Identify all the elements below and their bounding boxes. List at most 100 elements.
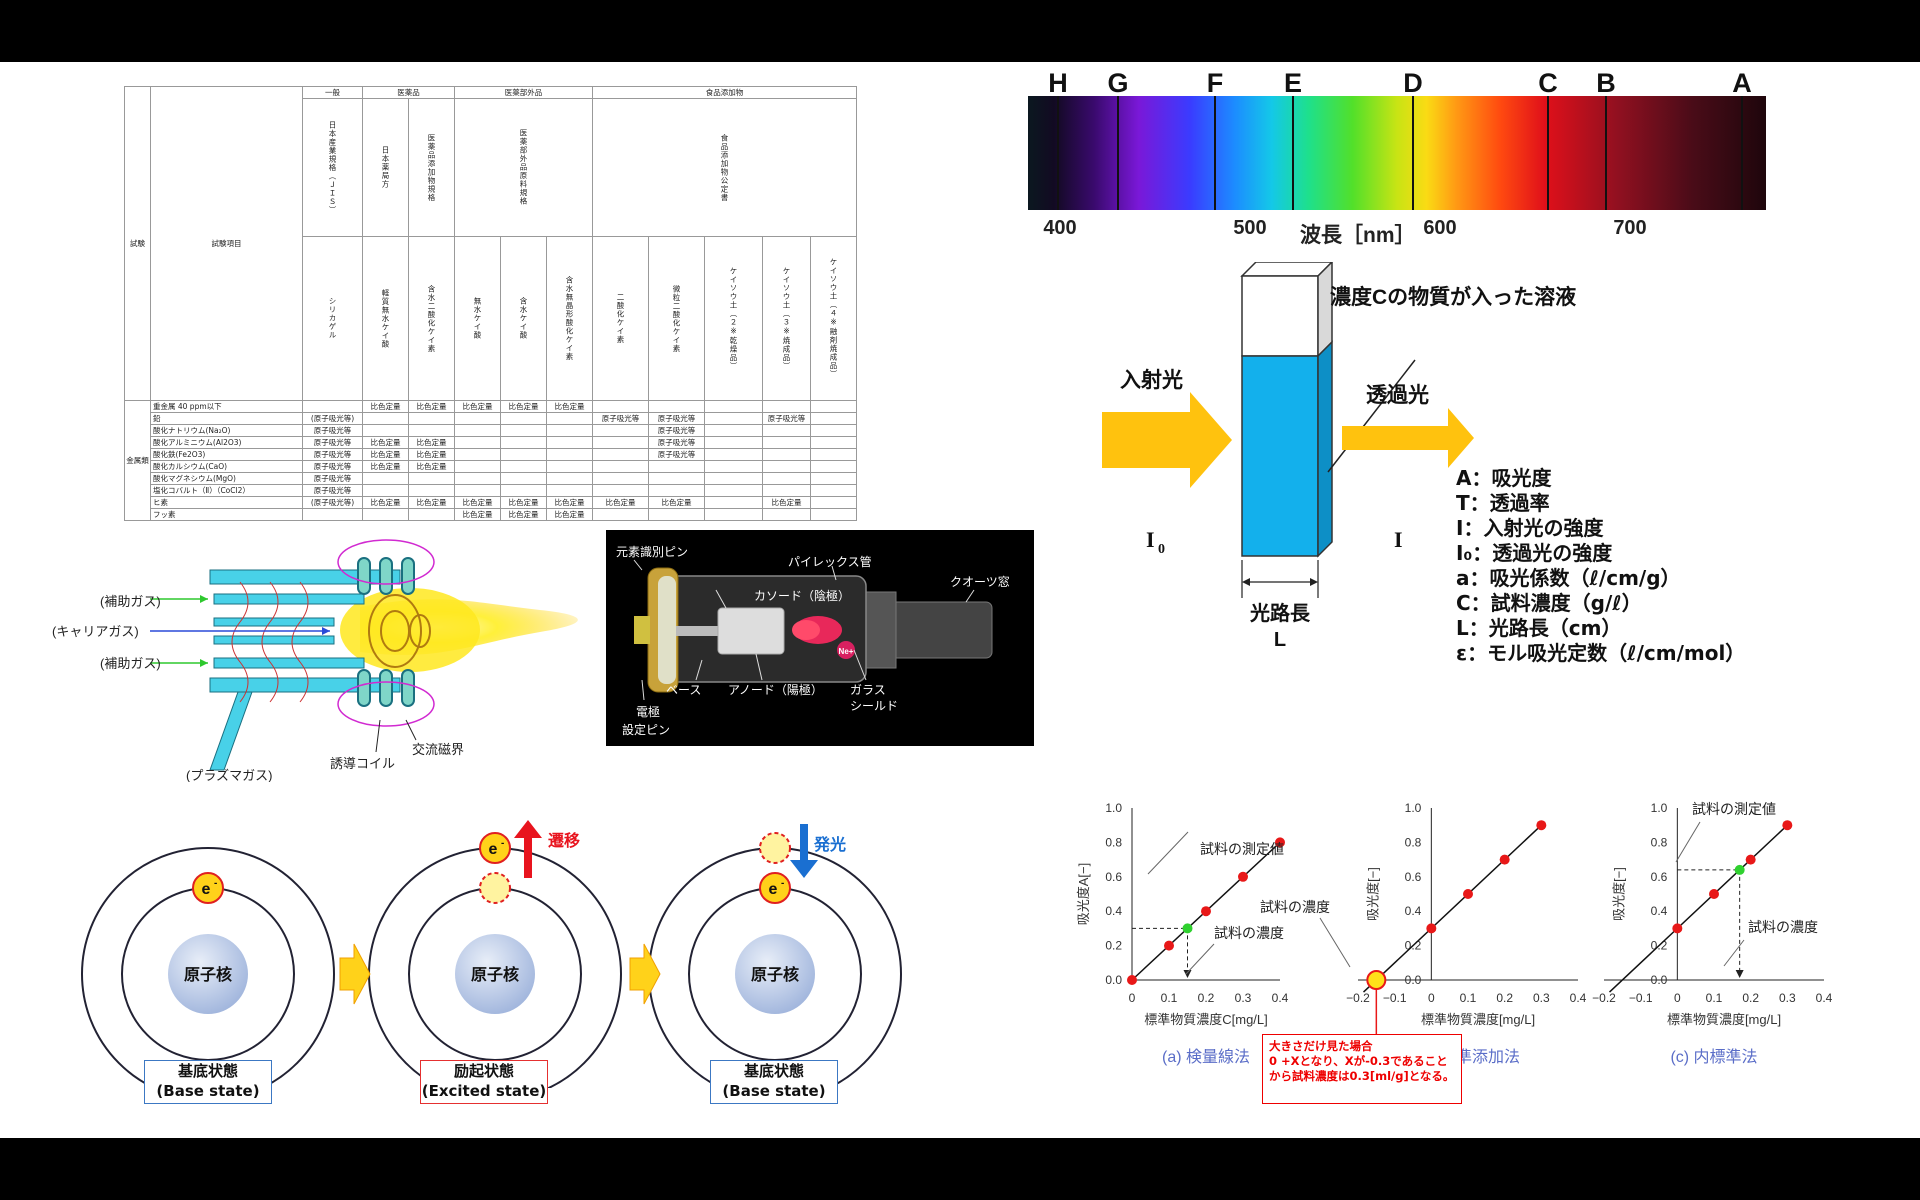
table-cell [408, 508, 455, 521]
table-cell [592, 448, 650, 461]
line-label-B: B [1596, 68, 1616, 98]
legend-item: C：試料濃度（g/ℓ） [1456, 591, 1642, 615]
magnetic-field-label: 交流磁界 [412, 742, 464, 757]
data-point [1672, 923, 1683, 934]
row-item: フッ素 [150, 508, 303, 521]
table-cell [302, 400, 363, 413]
element-pin-label: 元素識別ピン [616, 545, 688, 559]
line-label-F: F [1207, 68, 1224, 98]
product-5: 含水無晶形酸化ケイ素 [545, 236, 594, 401]
cathode-label: カソード（陰極） [754, 588, 850, 603]
table-cell: 比色定量 [454, 496, 501, 509]
legend-item: A：吸光度 [1456, 466, 1552, 490]
row-item: 酸化鉄(Fe2O3) [150, 448, 303, 461]
table-cell [408, 412, 455, 425]
path-length-label: 光路長 [1249, 601, 1311, 625]
table-cell [545, 448, 594, 461]
data-point [1201, 906, 1211, 917]
icp-torch-figure: (補助ガス) (キャリアガス) (補助ガス) (プラズマガス) 誘導コイル 交流… [52, 539, 578, 782]
y-tick-label: 0.0 [1405, 973, 1422, 987]
table-cell [704, 448, 764, 461]
data-point [1499, 854, 1510, 865]
annotation: 試料の濃度 [1214, 925, 1284, 941]
table-cell [704, 472, 764, 485]
table-cell [810, 424, 858, 437]
table-cell [762, 436, 812, 449]
product-7: 微粒二酸化ケイ素 [648, 236, 706, 401]
data-point [1463, 889, 1473, 899]
table-cell [762, 508, 812, 521]
header-item: 試験項目 [150, 86, 303, 401]
y-tick-label: 0.4 [1105, 904, 1122, 918]
table-cell: 原子吸光等 [648, 436, 706, 449]
table-cell [362, 472, 409, 485]
group-general: 一般 [302, 86, 363, 99]
row-item: ヒ素 [150, 496, 303, 509]
table-cell [500, 436, 547, 449]
emission-arrow [790, 824, 818, 878]
table-cell [545, 460, 594, 473]
row-item: 酸化マグネシウム(MgO) [150, 472, 303, 485]
transmitted-label: 透過光 [1366, 383, 1429, 407]
table-cell [648, 472, 706, 485]
table-cell [704, 496, 764, 509]
cuvette-figure: 濃度Cの物質が入った溶液 入射光 透過光 I 0 I 光路長 L [1102, 262, 1576, 651]
table-cell [762, 472, 812, 485]
table-cell [592, 472, 650, 485]
sample-point [1182, 923, 1193, 934]
table-cell: 原子吸光等 [302, 472, 363, 485]
ion-label: Ne+ [839, 647, 854, 656]
table-cell [762, 448, 812, 461]
electron-symbol: e [202, 881, 211, 898]
note-box: 大きさだけ見た場合 0 +Xとなり、Xが-0.3であることから試料濃度は0.3[… [1262, 1034, 1462, 1104]
table-cell [592, 460, 650, 473]
table-row: 鉛(原子吸光等)原子吸光等原子吸光等原子吸光等 [125, 412, 858, 425]
product-1: 軽質無水ケイ酸 [362, 236, 409, 401]
x-tick-label: 0.3 [1779, 991, 1796, 1005]
y-tick-label: 1.0 [1651, 801, 1668, 815]
table-cell: 原子吸光等 [592, 412, 650, 425]
x-tick-label: 0.4 [1816, 991, 1833, 1005]
set-pin-label: 設定ピン [622, 722, 670, 737]
plot-title: (c) 内標準法 [1670, 1048, 1757, 1066]
electrode-label: 電極 [636, 704, 660, 719]
y-tick-label: 0.0 [1105, 973, 1122, 987]
table-cell [408, 484, 455, 497]
table-cell [810, 400, 858, 413]
aux-gas-label-1: (補助ガス) [100, 594, 161, 609]
x-tick-label: 0.1 [1460, 991, 1477, 1005]
table-cell [408, 472, 455, 485]
base-state-box-1: 基底状態(Base state) [144, 1060, 272, 1104]
table-cell: 比色定量 [408, 400, 455, 413]
x-axis-label: 標準物質濃度[mg/L] [1421, 1012, 1535, 1027]
table-cell [810, 484, 858, 497]
electron [479, 872, 511, 904]
table-cell [454, 484, 501, 497]
data-point [1127, 975, 1137, 985]
table-cell: 原子吸光等 [762, 412, 812, 425]
x-axis-label: 標準物質濃度[mg/L] [1667, 1012, 1781, 1027]
table-cell: 原子吸光等 [648, 424, 706, 437]
table-cell: (原子吸光等) [302, 412, 363, 425]
table-cell [810, 448, 858, 461]
x-tick-label: 0.2 [1198, 991, 1215, 1005]
table-cell: 比色定量 [592, 496, 650, 509]
wavelength-tick: 600 [1423, 217, 1456, 239]
table-cell: (原子吸光等) [302, 496, 363, 509]
canvas: 試験 試験項目 一般 医薬品 医薬部外品 食品添加物 日本産業規格（ＪＩＳ） 日… [0, 62, 1920, 1138]
table-cell [362, 412, 409, 425]
table-cell [545, 412, 594, 425]
product-3: 無水ケイ酸 [454, 236, 501, 401]
excited-state-box: 励起状態(Excited state) [420, 1060, 548, 1104]
table-cell [810, 460, 858, 473]
table-cell [362, 484, 409, 497]
solution-label: 濃度Cの物質が入った溶液 [1330, 285, 1576, 309]
carrier-gas-label: (キャリアガス) [52, 624, 139, 639]
electron [479, 832, 511, 864]
y-tick-label: 0.6 [1405, 870, 1422, 884]
table-cell [810, 472, 858, 485]
table-cell [454, 436, 501, 449]
data-point [1782, 820, 1793, 831]
legend-item: ε：モル吸光定数（ℓ/cm/mol） [1456, 641, 1746, 665]
table-cell [545, 436, 594, 449]
